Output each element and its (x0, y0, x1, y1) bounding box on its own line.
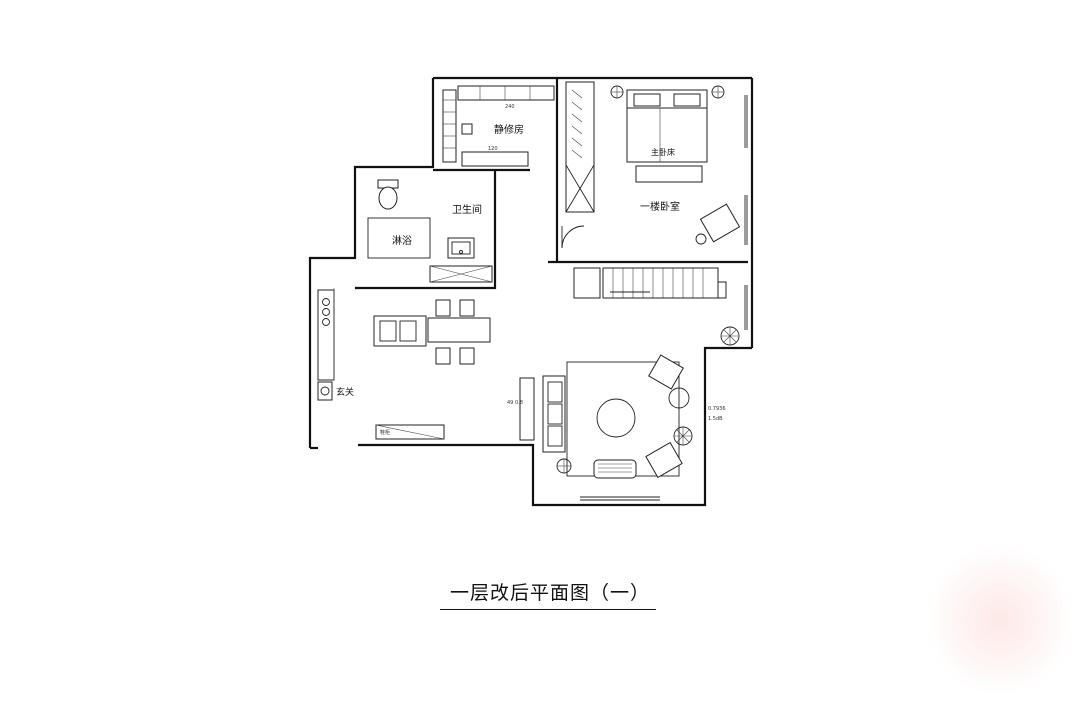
side-note-2: 0.7936 (708, 406, 726, 412)
sink-icon (447, 237, 475, 259)
round-table-icon (596, 398, 636, 438)
entrance-cabinet (317, 381, 333, 401)
wardrobe (565, 81, 595, 213)
shower-label: 淋浴 (392, 234, 412, 247)
shower-area (367, 217, 431, 259)
side-note-3: 1.5dB (708, 416, 723, 422)
kitchen-island (373, 299, 491, 365)
svg-text:240: 240 (505, 104, 515, 110)
study-room: 240 120 (442, 85, 555, 167)
toilet-icon (377, 179, 399, 210)
side-note-1: 49 0.8 (507, 400, 523, 406)
door-swing-icon (561, 225, 585, 249)
watermark-blush (925, 545, 1075, 695)
tv-cabinet (519, 377, 535, 441)
title-underline (440, 609, 656, 610)
svg-text:鞋柜: 鞋柜 (380, 429, 390, 436)
bed-icon (626, 89, 708, 183)
bedroom-label: 一楼卧室 (640, 200, 680, 213)
armchair-icon (695, 203, 741, 245)
master-bed-label: 主卧床 (651, 147, 675, 157)
bathroom-label: 卫生间 (452, 203, 482, 216)
stove-icon (322, 298, 330, 326)
svg-text:120: 120 (488, 146, 498, 152)
lamp-icon (556, 458, 572, 474)
armchair-icon (645, 354, 690, 479)
drawing-title: 一层改后平面图（一） (449, 582, 650, 604)
stair-icon (573, 267, 727, 299)
outer-walls (308, 76, 754, 507)
ottoman (593, 459, 637, 479)
kitchen-counter (317, 288, 335, 381)
plant-icon (720, 326, 740, 346)
plant-icon (673, 426, 693, 446)
shoe-cabinet: 鞋柜 (375, 424, 445, 440)
study-label: 静修房 (494, 123, 524, 136)
sofa-icon (542, 375, 566, 453)
entrance-label: 玄关 (336, 386, 354, 398)
nightstand-lamps (610, 85, 725, 99)
